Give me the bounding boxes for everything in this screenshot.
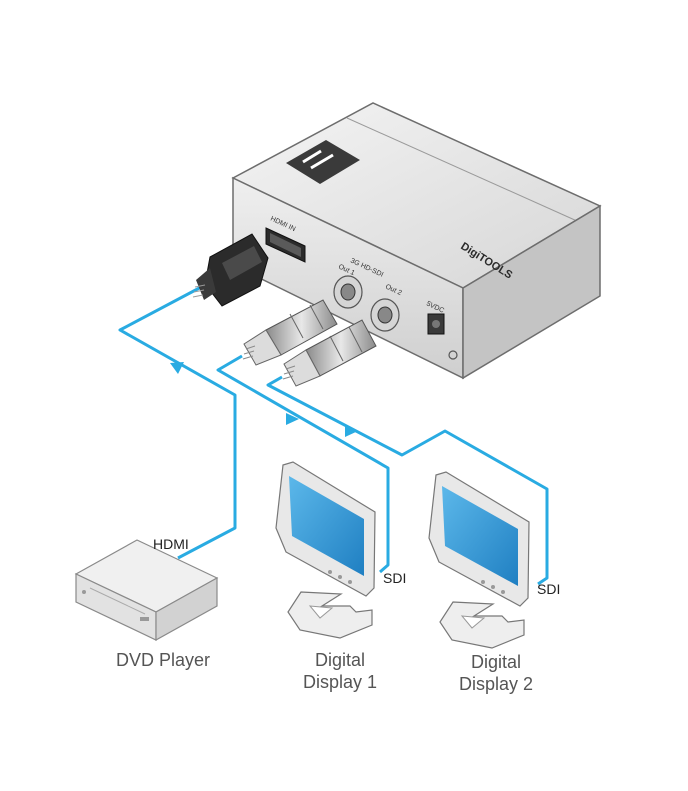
display1-label-line1: Digital [314,650,366,670]
bnc-out2-port [370,298,400,332]
sdi-cable-2 [266,375,549,586]
display2-caption: Digital Display 2 [436,651,556,695]
display1-screen [289,476,364,576]
hdmi-flow-arrow [170,362,184,374]
dvd-player-label: DVD Player [115,650,211,670]
bnc-plug-2 [282,319,377,387]
sdi2-flow-arrow [345,425,358,437]
dvd-player-device [74,539,219,642]
sdi-cable-2-label: SDI [537,581,561,597]
bnc-plug-1 [242,299,338,366]
sdi-cable-1 [216,354,390,574]
display2-label-line1: Digital [470,652,522,672]
hdmi-plug [192,233,269,307]
digitools-converter: HDMI IN 3G HD-SDI Out 1 Out 2 5VDC DigiT… [231,102,602,380]
hdmi-cable-label: HDMI [153,536,189,552]
display1-caption: Digital Display 1 [280,649,400,693]
power-jack [427,313,458,360]
bnc-out1-port [333,275,363,309]
display2-label-line2: Display 2 [458,674,534,694]
sdi1-flow-arrow [286,413,299,425]
dvd-player-caption: DVD Player [98,649,228,671]
sdi-cable-1-label: SDI [383,570,407,586]
display1-label-line2: Display 1 [302,672,378,692]
digital-display-2 [428,471,530,649]
hdmi-cable [118,283,237,560]
display2-screen [442,486,518,586]
digital-display-1 [275,461,376,639]
